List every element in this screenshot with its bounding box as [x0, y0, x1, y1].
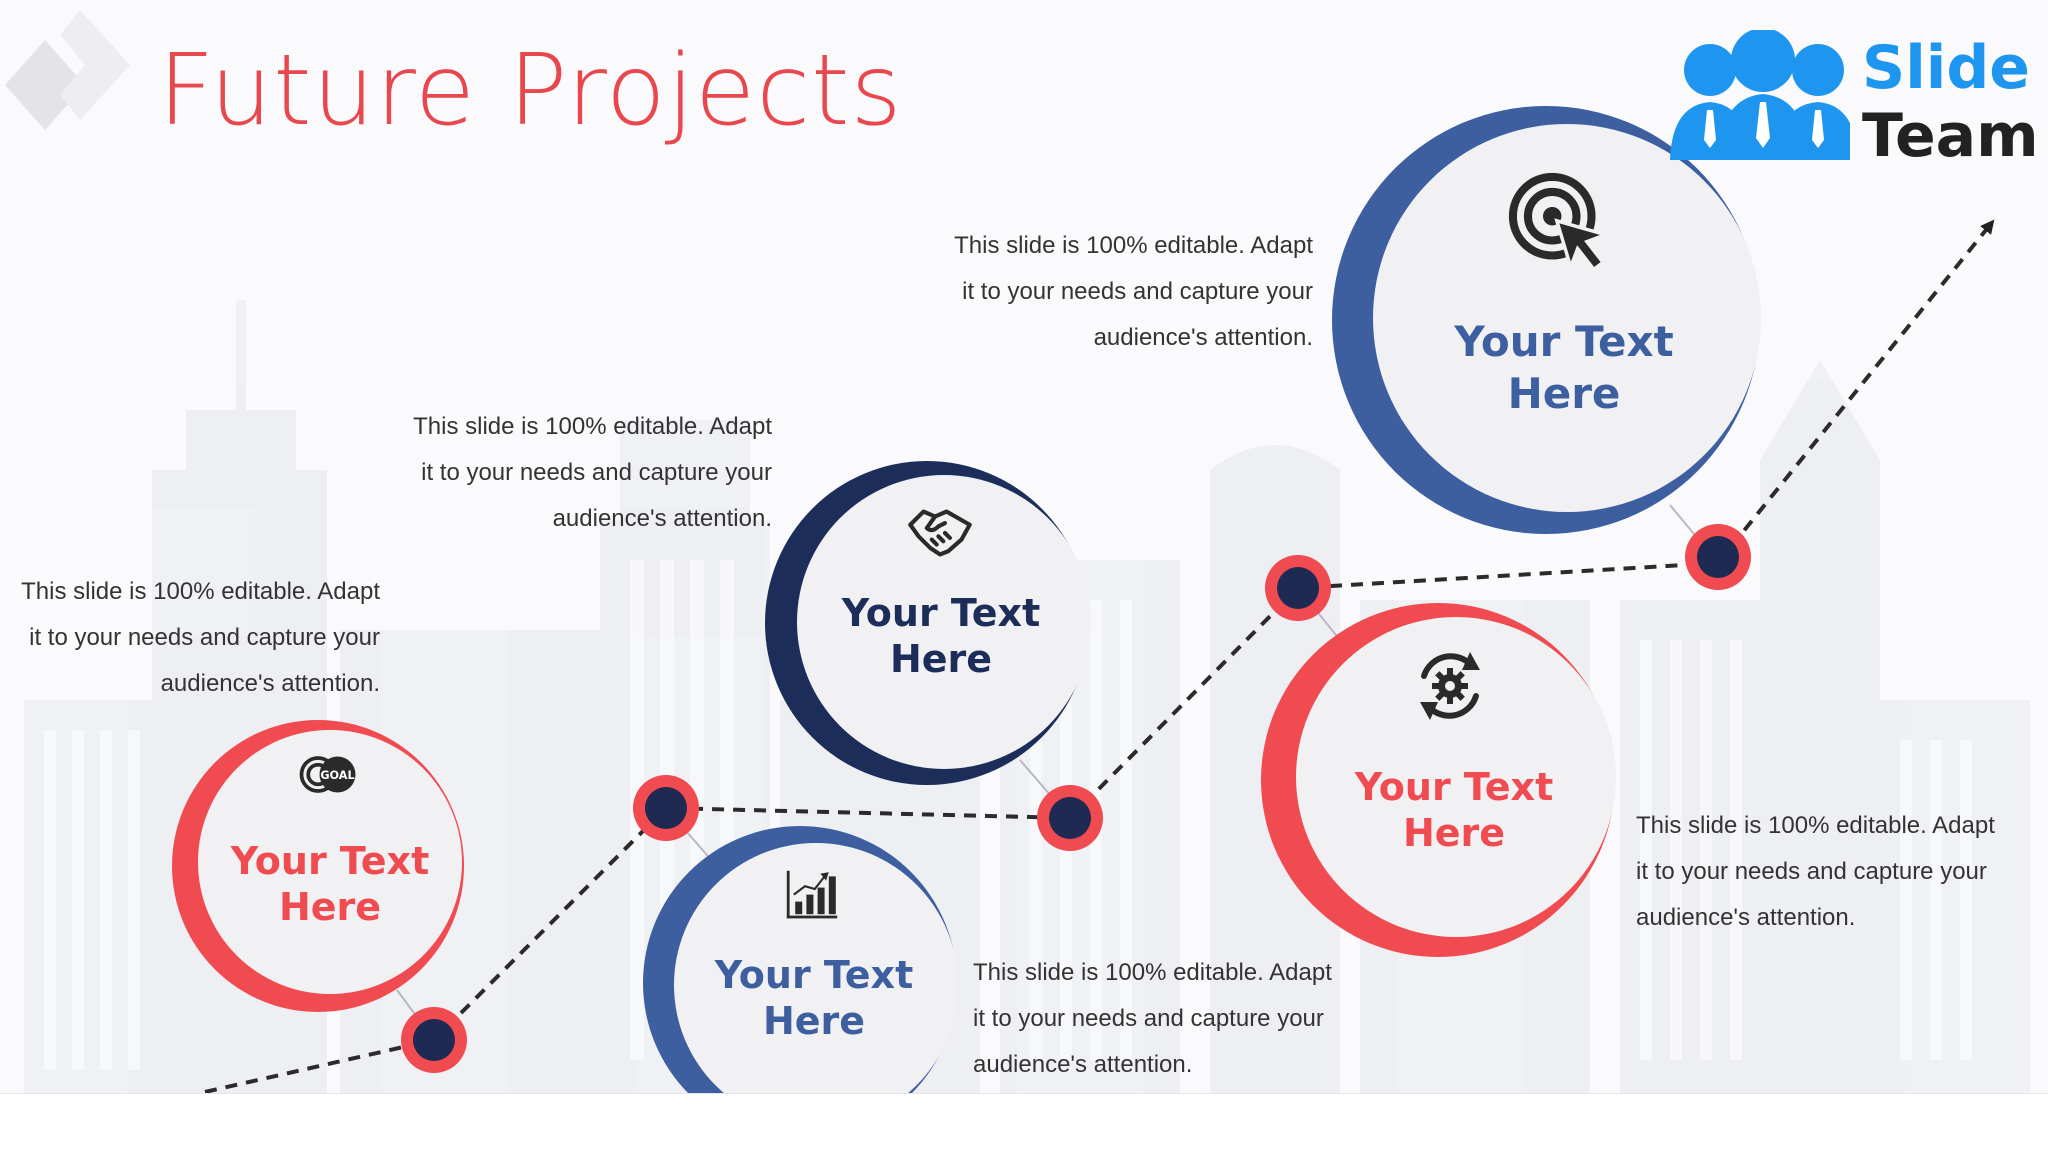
timeline-dot-5: [1685, 524, 1751, 590]
step-desc-1-line3: audience's attention.: [160, 670, 380, 697]
step-desc-3-line1: This slide is 100% editable. Adapt: [413, 413, 772, 440]
step-label-1-line2: Here: [278, 885, 382, 929]
step-desc-5-line2: it to your needs and capture your: [962, 278, 1313, 305]
bottom-band: [0, 1093, 2048, 1152]
step-label-4-line1: Your Text: [1354, 765, 1554, 809]
step-desc-4-line1: This slide is 100% editable. Adapt: [1636, 812, 1995, 839]
goal-icon-text: GOAL: [320, 769, 354, 782]
timeline-dashed-path: [204, 561, 1719, 1094]
step-label-2-line1: Your Text: [714, 953, 914, 997]
step-label-4: Your Text Here: [1355, 764, 1553, 856]
step-desc-2-line2: it to your needs and capture your: [973, 1005, 1324, 1032]
gear-refresh-icon: [1420, 652, 1480, 720]
step-label-5-line1: Your Text: [1454, 317, 1674, 366]
step-circle-1: [172, 720, 464, 1012]
step-desc-1-line1: This slide is 100% editable. Adapt: [21, 578, 380, 605]
slide-team-logo: Slide Team: [1660, 30, 2039, 170]
goal-icon: GOAL: [299, 756, 356, 793]
step-label-5-line2: Here: [1507, 369, 1621, 418]
step-circle-3: [765, 461, 1091, 785]
step-label-5: Your Text Here: [1454, 316, 1673, 420]
step-desc-3-line3: audience's attention.: [552, 505, 772, 532]
step-circle-4: [1261, 603, 1616, 957]
step-desc-2: This slide is 100% editable. Adapt it to…: [973, 950, 1332, 1088]
logo-word-slide: Slide: [1862, 33, 2030, 103]
step-label-2: Your Text Here: [715, 952, 913, 1044]
people-icon: [1670, 30, 1850, 160]
timeline-dot-3: [1037, 785, 1103, 851]
step-desc-3-line2: it to your needs and capture your: [421, 459, 772, 486]
step-label-1: Your Text Here: [231, 838, 429, 930]
step-desc-4: This slide is 100% editable. Adapt it to…: [1636, 803, 1995, 941]
step-desc-1: This slide is 100% editable. Adapt it to…: [21, 569, 380, 707]
step-desc-5: This slide is 100% editable. Adapt it to…: [954, 223, 1313, 361]
step-desc-2-line3: audience's attention.: [973, 1051, 1193, 1078]
step-desc-5-line1: This slide is 100% editable. Adapt: [954, 232, 1313, 259]
target-cursor-icon: [1508, 172, 1610, 273]
step-label-3-line1: Your Text: [841, 591, 1041, 635]
step-circle-2: [643, 826, 958, 1140]
timeline-dot-4: [1265, 555, 1331, 621]
step-circle-5: [1332, 106, 1761, 534]
step-label-2-line2: Here: [762, 999, 866, 1043]
handshake-icon: [908, 509, 972, 557]
step-label-4-line2: Here: [1402, 811, 1506, 855]
step-desc-4-line2: it to your needs and capture your: [1636, 858, 1987, 885]
timeline-arrow: [1716, 219, 1995, 565]
step-label-3-line2: Here: [889, 637, 993, 681]
step-desc-5-line3: audience's attention.: [1093, 324, 1313, 351]
step-label-3: Your Text Here: [842, 590, 1040, 682]
step-desc-2-line1: This slide is 100% editable. Adapt: [973, 959, 1332, 986]
step-desc-1-line2: it to your needs and capture your: [29, 624, 380, 651]
step-desc-4-line3: audience's attention.: [1636, 904, 1856, 931]
step-desc-3: This slide is 100% editable. Adapt it to…: [413, 404, 772, 542]
logo-word-team: Team: [1862, 101, 2039, 171]
step-label-1-line1: Your Text: [230, 839, 430, 883]
page-title: Future Projects: [158, 34, 903, 148]
bar-chart-growth-icon: [786, 870, 838, 919]
timeline-dot-2: [633, 775, 699, 841]
timeline-dot-1: [401, 1007, 467, 1073]
